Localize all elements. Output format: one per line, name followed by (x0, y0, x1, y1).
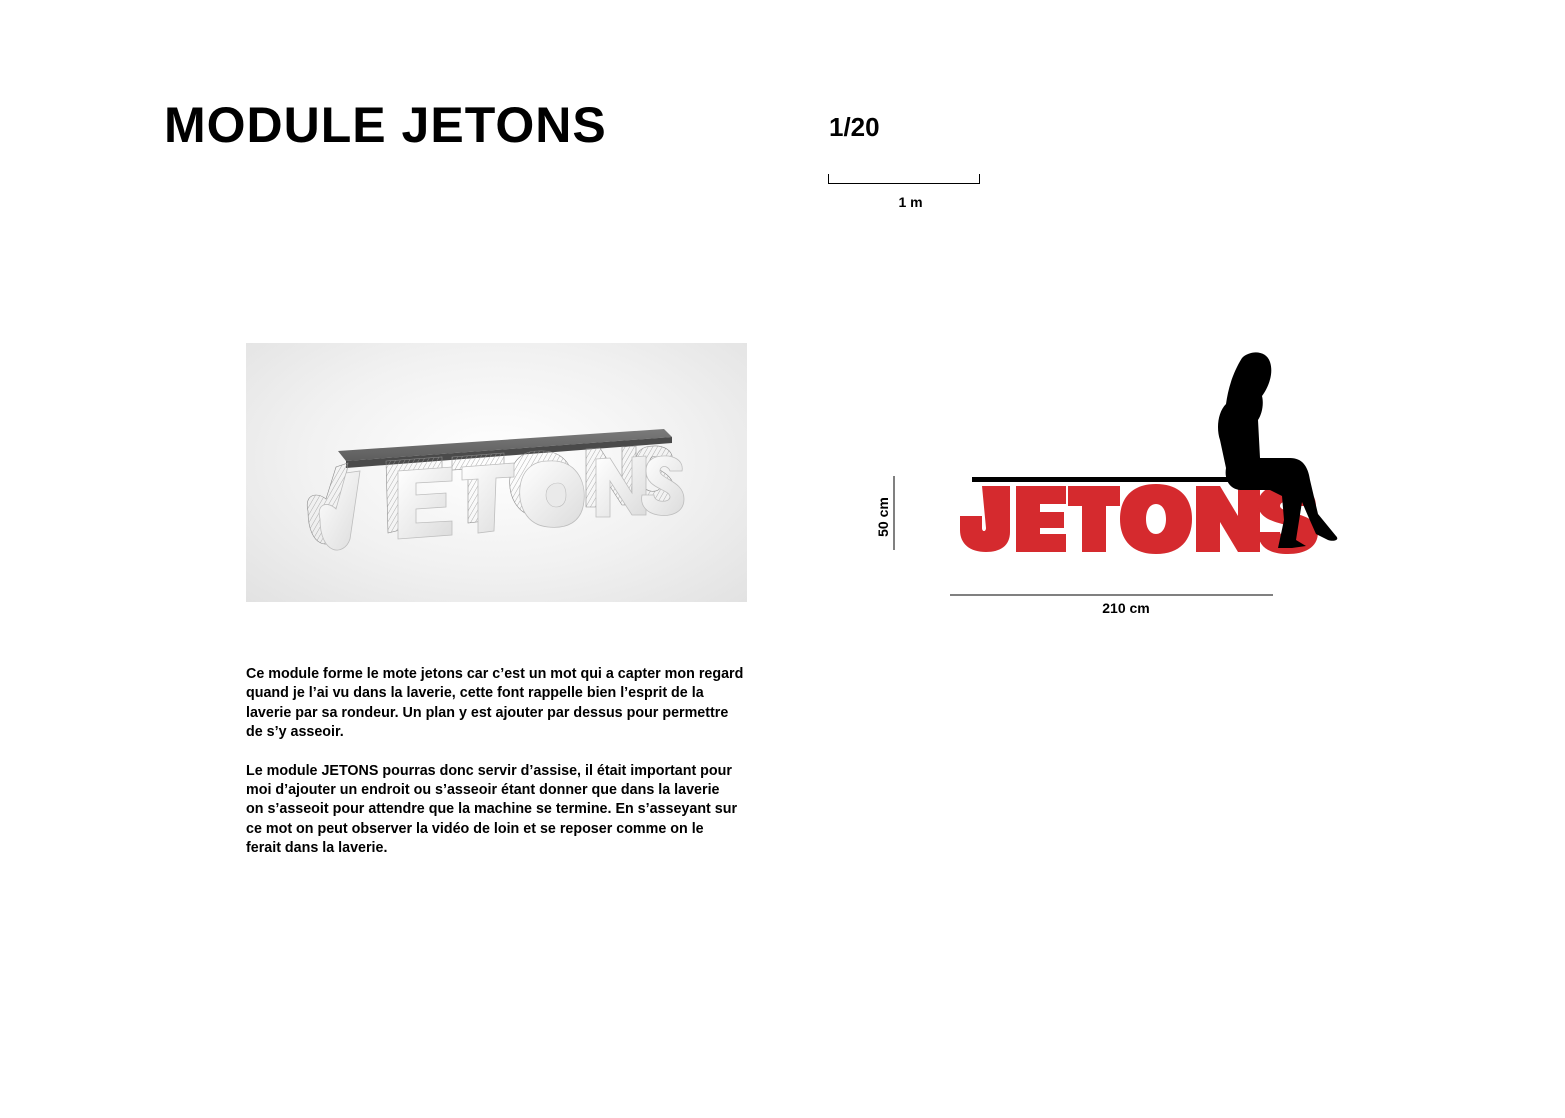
height-dimension-label-wrapper: 50 cm (868, 493, 898, 541)
description-paragraph-1: Ce module forme le mote jetons car c’est… (246, 666, 744, 741)
render-bench-top (338, 429, 672, 461)
bench-seat (972, 477, 1260, 482)
page-title: MODULE JETONS (164, 97, 607, 153)
scale-bar (828, 174, 980, 184)
description: Ce module forme le mote jetons car c’est… (246, 665, 766, 878)
render-letter-o-counter (545, 482, 567, 508)
dimension-diagram (870, 340, 1360, 640)
render-illustration (306, 429, 685, 551)
dimension-diagram-drawing (893, 352, 1338, 596)
description-paragraph-2: Le module JETONS pourras donc servir d’a… (246, 762, 738, 857)
height-dimension-label: 50 cm (875, 497, 891, 537)
person-silhouette (1218, 352, 1338, 548)
render-image (246, 343, 747, 602)
scale-ratio: 1/20 (829, 112, 880, 142)
width-dimension-label: 210 cm (1102, 600, 1150, 616)
scale-bar-label: 1 m (898, 194, 923, 210)
jetons-letters (960, 484, 1318, 554)
